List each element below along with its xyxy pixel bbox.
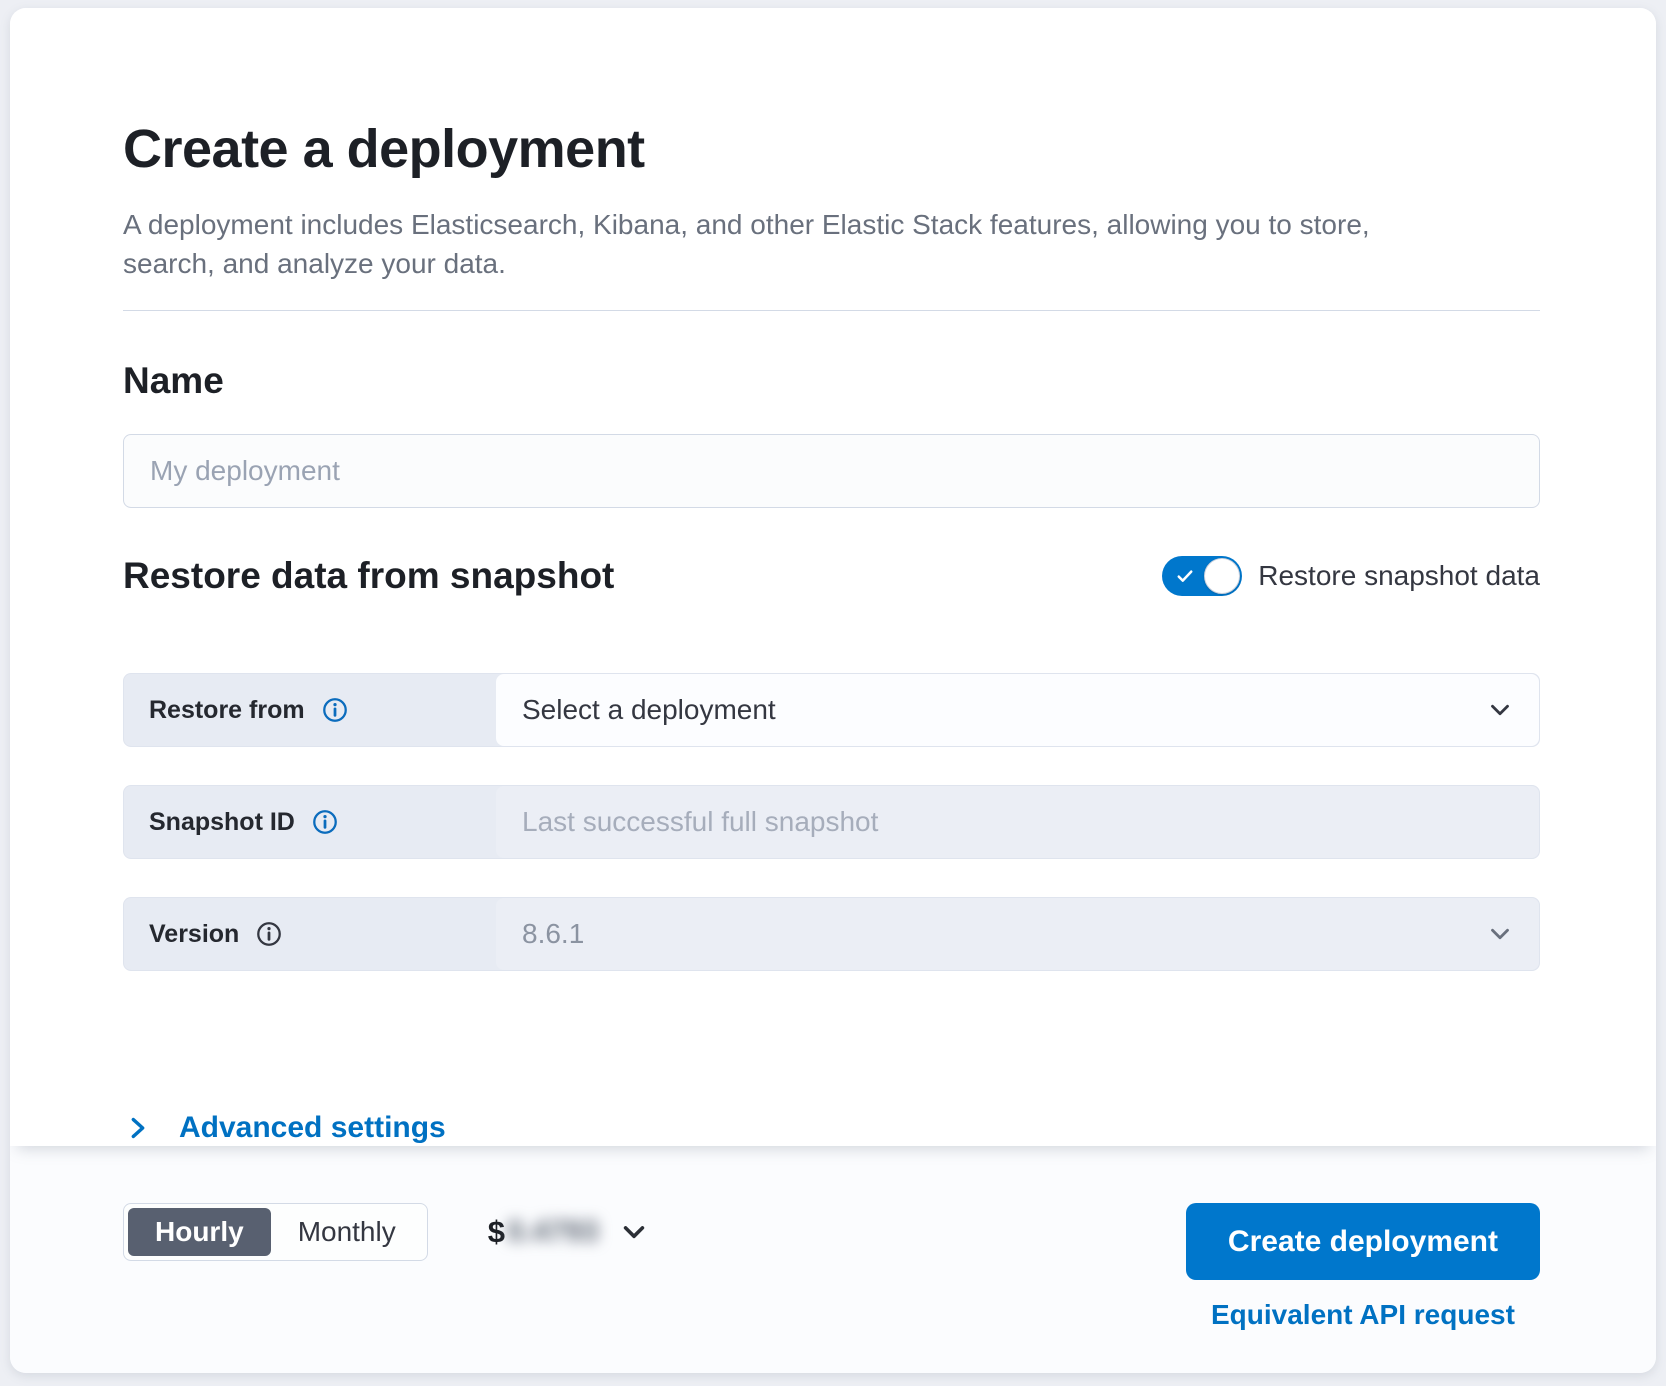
equivalent-api-request-link[interactable]: Equivalent API request [1210, 1299, 1515, 1330]
create-deployment-card: Create a deployment A deployment include… [10, 8, 1656, 1373]
hourly-button[interactable]: Hourly [128, 1208, 271, 1256]
page-subtitle: A deployment includes Elasticsearch, Kib… [123, 209, 1370, 279]
restore-from-value: Select a deployment [522, 694, 776, 725]
chevron-down-icon [1485, 695, 1515, 725]
version-label: Version [149, 919, 240, 948]
toggle-knob [1204, 557, 1241, 594]
name-heading: Name [123, 360, 224, 401]
price-currency: $ [487, 1214, 505, 1249]
checkmark-icon [1175, 566, 1195, 591]
snapshot-heading: Restore data from snapshot [123, 555, 615, 596]
main-content: Create a deployment A deployment include… [10, 8, 1656, 1146]
version-select: 8.6.1 [496, 898, 1539, 970]
price-value-obscured: 0.4793 [506, 1215, 599, 1248]
toggle-label[interactable]: Restore snapshot data [1258, 559, 1540, 591]
chevron-right-icon [123, 1113, 153, 1143]
restore-from-select[interactable]: Select a deployment [496, 674, 1539, 746]
footer-bar: Hourly Monthly $ 0.4793 Create deploymen… [10, 1146, 1656, 1373]
chevron-down-icon [1485, 919, 1515, 949]
deployment-name-input[interactable] [123, 434, 1540, 508]
snapshot-section-header: Restore data from snapshot Restore snaps… [123, 553, 1540, 598]
chevron-down-icon [619, 1217, 649, 1247]
price-display[interactable]: $ 0.4793 [488, 1203, 649, 1261]
restore-from-row: Restore from Select a deployment [123, 673, 1540, 747]
info-icon[interactable] [322, 697, 348, 723]
version-row: Version 8.6.1 [123, 897, 1540, 971]
snapshot-id-label: Snapshot ID [149, 807, 295, 836]
restore-from-label-area: Restore from [124, 674, 496, 746]
snapshot-id-row: Snapshot ID [123, 785, 1540, 859]
footer-actions: Create deployment Equivalent API request [1185, 1203, 1540, 1331]
page-title: Create a deployment [123, 119, 645, 179]
snapshot-id-field [496, 786, 1539, 858]
create-deployment-button[interactable]: Create deployment [1185, 1203, 1540, 1280]
advanced-settings-label: Advanced settings [179, 1111, 446, 1144]
snapshot-id-input [522, 806, 1515, 838]
version-value: 8.6.1 [522, 918, 585, 949]
section-divider [123, 310, 1540, 311]
restore-snapshot-toggle-group: Restore snapshot data [1162, 555, 1540, 596]
billing-period-toggle: Hourly Monthly [123, 1203, 428, 1261]
info-icon[interactable] [312, 809, 338, 835]
version-label-area: Version [124, 898, 496, 970]
advanced-settings-link[interactable]: Advanced settings [123, 1111, 446, 1145]
restore-snapshot-toggle[interactable] [1162, 555, 1243, 596]
info-icon[interactable] [256, 921, 282, 947]
snapshot-id-label-area: Snapshot ID [124, 786, 496, 858]
monthly-button[interactable]: Monthly [271, 1208, 423, 1256]
restore-from-label: Restore from [149, 695, 305, 724]
